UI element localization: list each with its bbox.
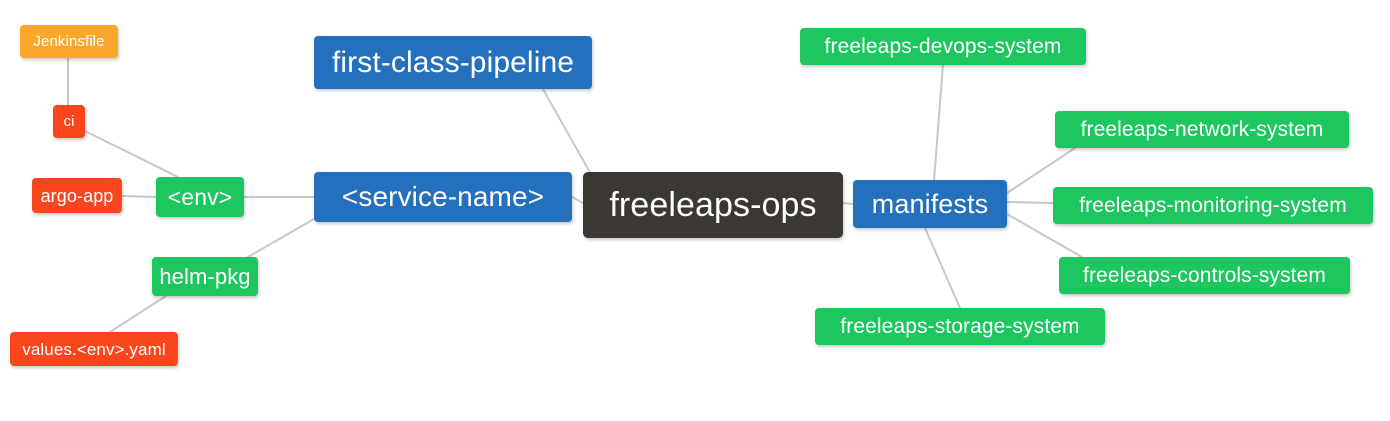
mindmap-node-freeleaps-controls-system[interactable]: freeleaps-controls-system <box>1059 257 1350 294</box>
edge-root-to-first-class-pipeline <box>542 88 593 177</box>
edge-env-to-argo-app <box>121 195 157 198</box>
mindmap-node-freeleaps-network-system[interactable]: freeleaps-network-system <box>1055 111 1349 148</box>
mindmap-node-jenkinsfile[interactable]: Jenkinsfile <box>20 25 118 58</box>
mindmap-node-helm-pkg[interactable]: helm-pkg <box>152 257 258 296</box>
mindmap-node-freeleaps-monitoring-system[interactable]: freeleaps-monitoring-system <box>1053 187 1373 224</box>
mindmap-node-manifests[interactable]: manifests <box>853 180 1007 228</box>
mindmap-node-service-name[interactable]: <service-name> <box>314 172 572 222</box>
edge-helm-pkg-to-values-yaml <box>109 295 167 333</box>
mindmap-node-freeleaps-devops-system[interactable]: freeleaps-devops-system <box>800 28 1086 65</box>
edge-manifests-to-freeleaps-devops-system <box>933 64 944 181</box>
edge-manifests-to-freeleaps-storage-system <box>924 227 961 309</box>
mindmap-node-freeleaps-storage-system[interactable]: freeleaps-storage-system <box>815 308 1105 345</box>
mindmap-node-first-class-pipeline[interactable]: first-class-pipeline <box>314 36 592 89</box>
mindmap-node-values-yaml[interactable]: values.<env>.yaml <box>10 332 178 366</box>
mindmap-node-root[interactable]: freeleaps-ops <box>583 172 843 238</box>
edge-service-name-to-helm-pkg <box>247 218 315 258</box>
edge-manifests-to-freeleaps-monitoring-system <box>1006 201 1054 204</box>
mindmap-node-ci[interactable]: ci <box>53 105 85 138</box>
mindmap-node-env[interactable]: <env> <box>156 177 244 217</box>
mindmap-node-argo-app[interactable]: argo-app <box>32 178 122 213</box>
edge-env-to-ci <box>84 130 179 178</box>
edge-root-to-service-name <box>571 196 584 204</box>
edge-root-to-manifests <box>842 202 854 205</box>
